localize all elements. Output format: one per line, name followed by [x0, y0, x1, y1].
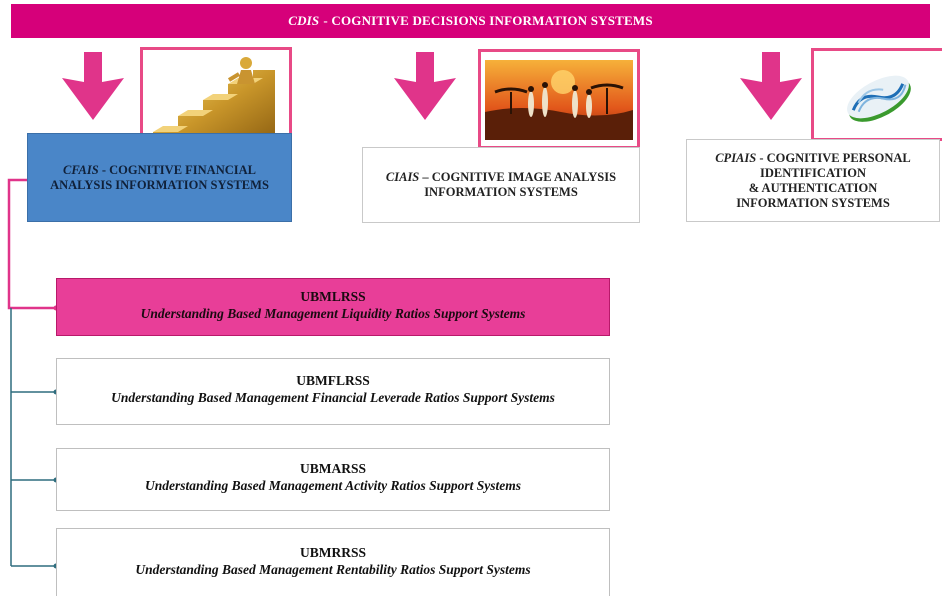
ubmflrss-box: UBMFLRSS Understanding Based Management …: [56, 358, 610, 425]
down-arrow-icon: [62, 52, 124, 120]
cfais-line1: - COGNITIVE FINANCIAL: [101, 162, 256, 177]
ubmarss-name: Understanding Based Management Activity …: [144, 478, 522, 493]
ubmlrss-box: UBMLRSS Understanding Based Management L…: [56, 278, 610, 336]
savanna-painting-image: [478, 49, 640, 149]
ubmarss-abbr: UBMARSS: [299, 461, 366, 476]
ciais-line1: – COGNITIVE IMAGE ANALYSIS: [422, 170, 617, 184]
fingerprint-image: [811, 48, 942, 141]
cdis-banner: CDIS - COGNITIVE DECISIONS INFORMATION S…: [11, 4, 930, 38]
down-arrow-icon: [394, 52, 456, 120]
ciais-abbr: CIAIS: [385, 170, 420, 184]
cpiais-line4: INFORMATION SYSTEMS: [736, 195, 890, 210]
down-arrow-icon: [740, 52, 802, 120]
ubmrrss-name: Understanding Based Management Rentabili…: [135, 562, 531, 577]
banner-title: - COGNITIVE DECISIONS INFORMATION SYSTEM…: [323, 13, 653, 28]
cfais-box: CFAIS - COGNITIVE FINANCIAL ANALYSIS INF…: [27, 133, 292, 222]
cpiais-line2: IDENTIFICATION: [759, 165, 867, 180]
cpiais-line1: - COGNITIVE PERSONAL: [759, 150, 911, 165]
ubmflrss-name: Understanding Based Management Financial…: [111, 390, 555, 405]
cfais-abbr: CFAIS: [63, 162, 99, 177]
ubmlrss-name: Understanding Based Management Liquidity…: [140, 306, 526, 321]
cfais-line2: ANALYSIS INFORMATION SYSTEMS: [50, 177, 269, 192]
ciais-box: CIAIS – COGNITIVE IMAGE ANALYSIS INFORMA…: [362, 147, 640, 223]
ubmlrss-abbr: UBMLRSS: [300, 289, 366, 304]
cpiais-line3: & AUTHENTICATION: [748, 180, 878, 195]
ubmarss-box: UBMARSS Understanding Based Management A…: [56, 448, 610, 511]
banner-abbr: CDIS: [288, 13, 320, 28]
connector-cfais-ubmlrss: [7, 178, 56, 310]
cpiais-box: CPIAIS - COGNITIVE PERSONAL IDENTIFICATI…: [686, 139, 940, 222]
ubmflrss-abbr: UBMFLRSS: [296, 373, 370, 388]
ubmrrss-box: UBMRRSS Understanding Based Management R…: [56, 528, 610, 596]
ciais-line2: INFORMATION SYSTEMS: [424, 185, 578, 199]
ubmrrss-abbr: UBMRRSS: [299, 545, 366, 560]
cpiais-abbr: CPIAIS: [715, 150, 757, 165]
